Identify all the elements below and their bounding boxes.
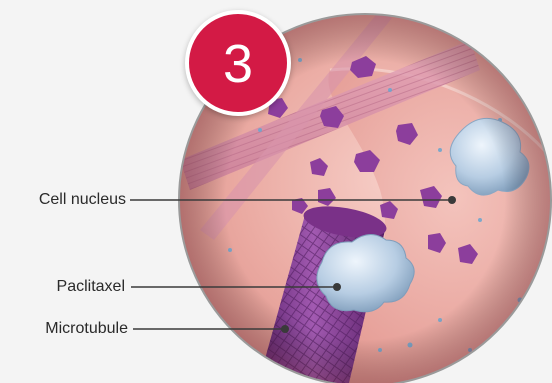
- pointer-dot-cell-nucleus: [448, 196, 456, 204]
- label-paclitaxel: Paclitaxel: [57, 277, 125, 297]
- label-microtubule: Microtubule: [45, 319, 128, 339]
- pointer-dot-microtubule: [281, 325, 289, 333]
- step-badge: 3: [185, 10, 291, 116]
- label-cell-nucleus: Cell nucleus: [39, 190, 126, 210]
- pointer-dot-paclitaxel: [333, 283, 341, 291]
- step-number: 3: [223, 37, 253, 91]
